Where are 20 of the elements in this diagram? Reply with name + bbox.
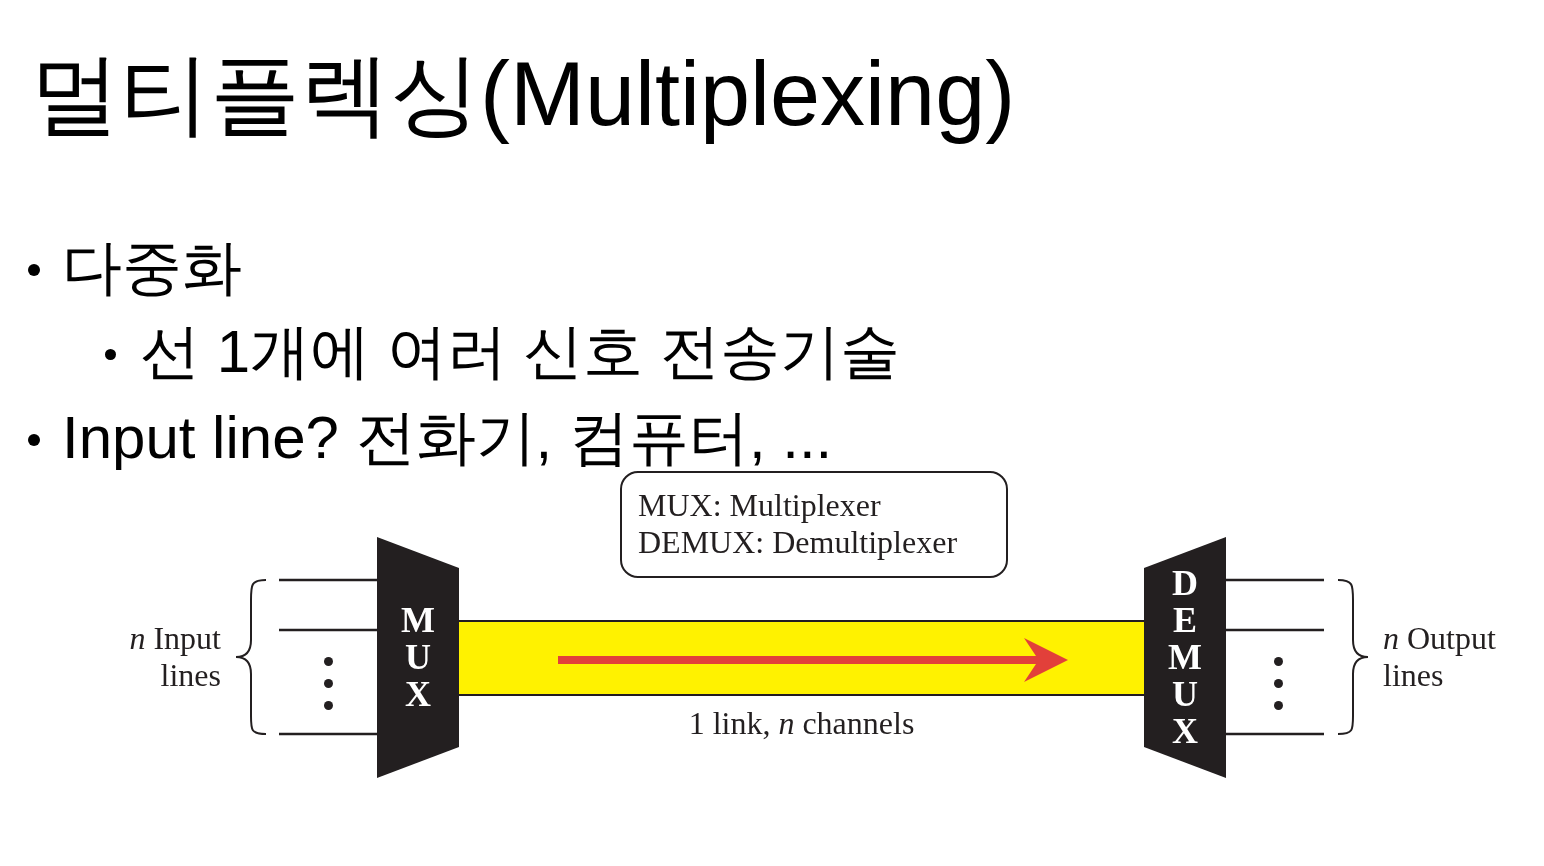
vertical-label: D E M U X [1167,565,1203,750]
output-line [1226,732,1324,736]
brace-label: n Output lines [1383,620,1497,694]
bullet-text: 다중화 [62,236,242,300]
vertical-label: M U X [400,602,436,713]
definition-text: DEMUX: Demultiplexer [638,524,958,561]
input-line [279,628,377,632]
slide-title: 멀티플렉싱(Multiplexing) [30,43,1016,146]
bullet-text: Input line? 전화기, 컴퓨터, ... [62,406,833,470]
input-line [279,732,377,736]
edge-label: 1 link, n channels [688,705,915,742]
demux-block [1144,537,1226,778]
mux-block [377,537,459,778]
brace-label: n Input lines [128,620,221,694]
output-line [1226,578,1324,582]
output-line [1226,628,1324,632]
bullet-text: 선 1개에 여러 신호 전송기술 [140,320,901,384]
definition-box [620,471,1008,578]
input-line [279,578,377,582]
definition-text: MUX: Multiplexer [638,487,881,524]
